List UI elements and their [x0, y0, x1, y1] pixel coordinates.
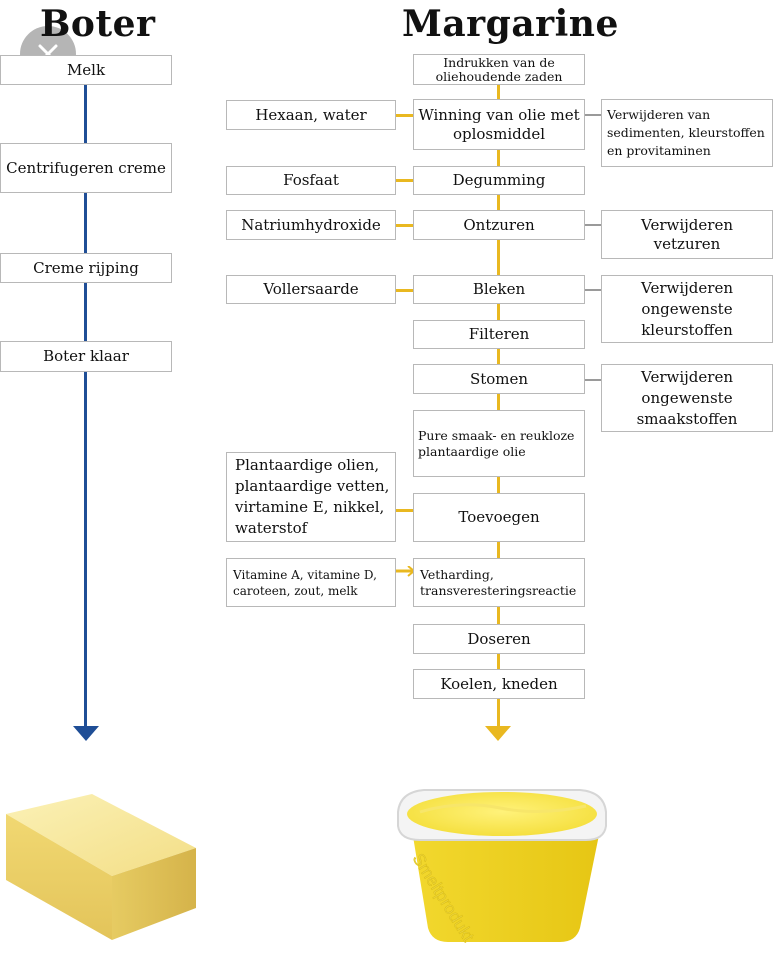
output-sedimenten: Verwijderen van sedimenten, kleurstoffen…	[601, 99, 773, 167]
connector-sedimenten	[585, 114, 601, 116]
boter-step-centrifugeren: Centrifugeren creme	[0, 143, 172, 193]
output-kleurstoffen: Verwijderen ongewenste kleurstoffen	[601, 275, 773, 343]
butter-block-image	[6, 794, 196, 940]
connector-fosfaat	[396, 179, 414, 182]
step-stomen: Stomen	[413, 364, 585, 394]
step-vetharding: Vetharding, transveresteringsreactie	[413, 558, 585, 607]
connector-vollersaarde	[396, 289, 414, 292]
output-vetzuren: Verwijderen vetzuren	[601, 210, 773, 259]
input-vollersaarde: Vollersaarde	[226, 275, 396, 304]
boter-step-rijping: Creme rijping	[0, 253, 172, 283]
boter-flow-line	[84, 84, 87, 729]
step-toevoegen: Toevoegen	[413, 493, 585, 542]
margarine-tub-image: Smeltprodukt	[397, 789, 607, 945]
connector-kleurstoffen	[585, 289, 601, 291]
connector-natrium	[396, 224, 414, 227]
margarine-flow-line	[497, 84, 500, 730]
connector-smaakstoffen	[585, 379, 601, 381]
output-smaakstoffen: Verwijderen ongewenste smaakstoffen	[601, 364, 773, 432]
step-pure-olie: Pure smaak- en reukloze plantaardige oli…	[413, 410, 585, 477]
connector-vetzuren	[585, 224, 601, 226]
step-filteren: Filteren	[413, 320, 585, 349]
boter-title: Boter	[40, 3, 156, 45]
margarine-arrow-head	[485, 726, 511, 741]
input-fosfaat: Fosfaat	[226, 166, 396, 195]
boter-step-klaar: Boter klaar	[0, 341, 172, 372]
step-ontzuren: Ontzuren	[413, 210, 585, 240]
margarine-title: Margarine	[402, 3, 619, 45]
step-koelen: Koelen, kneden	[413, 669, 585, 699]
connector-plantaardig	[396, 509, 414, 512]
step-bleken: Bleken	[413, 275, 585, 304]
step-indrukken: Indrukken van de oliehoudende zaden	[413, 54, 585, 85]
step-degumming: Degumming	[413, 166, 585, 195]
boter-step-melk: Melk	[0, 55, 172, 85]
connector-hexaan	[396, 114, 414, 117]
boter-arrow-head	[73, 726, 99, 741]
input-hexaan: Hexaan, water	[226, 100, 396, 130]
input-natriumhydroxide: Natriumhydroxide	[226, 210, 396, 240]
input-plantaardig: Plantaardige olien, plantaardige vetten,…	[226, 452, 396, 542]
step-doseren: Doseren	[413, 624, 585, 654]
step-winning: Winning van olie met oplosmiddel	[413, 99, 585, 150]
input-vitamine: Vitamine A, vitamine D, caroteen, zout, …	[226, 558, 396, 607]
